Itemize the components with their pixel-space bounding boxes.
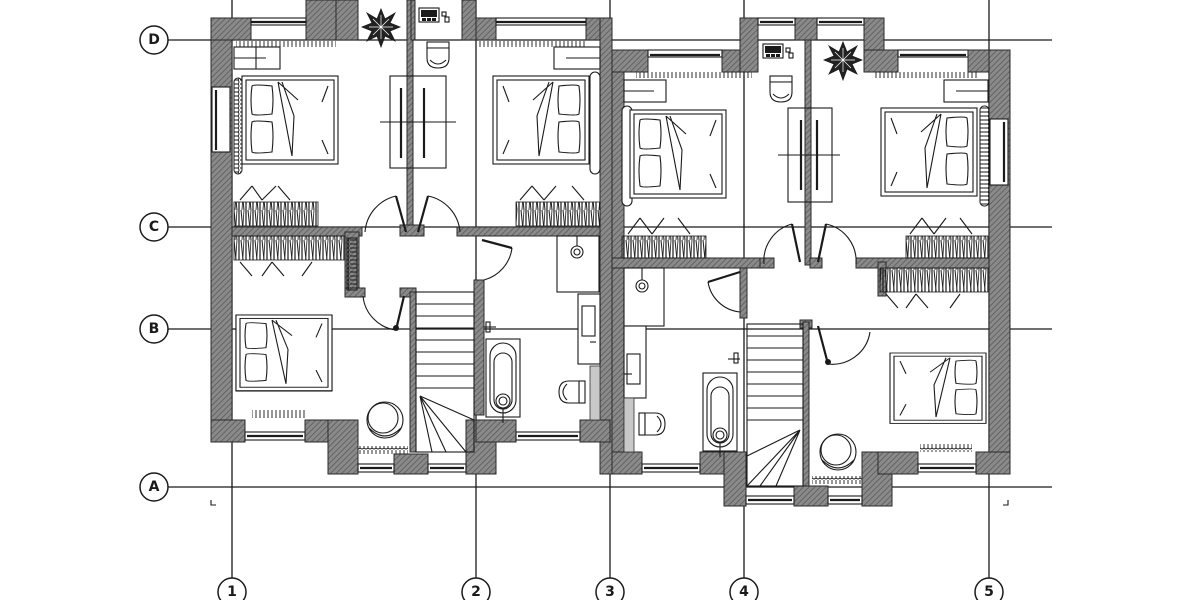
right-house [611, 17, 1011, 507]
round-chair-icon [366, 401, 404, 439]
left-house [210, 0, 613, 475]
left-house-walls [210, 0, 613, 475]
bathtub-icon [485, 338, 521, 424]
grid-bubble-4: 4 [729, 577, 759, 600]
left-master-bedroom-west [233, 41, 345, 277]
double-bed-icon [493, 76, 589, 164]
left-ensuite [361, 7, 461, 233]
radiator-icon [346, 237, 358, 291]
wardrobe-icon [879, 267, 989, 293]
wash-basin-icon [577, 293, 601, 365]
wardrobe-icon [515, 201, 601, 227]
radiator-icon [636, 72, 752, 78]
laptop-desk-icon [418, 7, 450, 23]
wardrobe-icon [621, 235, 707, 259]
left-bedroom-south [235, 314, 408, 454]
svg-text:2: 2 [471, 584, 481, 600]
grid-bubble-C: C [139, 212, 169, 242]
radiator-icon [252, 410, 306, 418]
right-landing [816, 325, 871, 365]
svg-text:1: 1 [227, 584, 237, 600]
headboard-radiator [233, 77, 243, 175]
left-staircase [415, 291, 475, 453]
toilet-icon [638, 412, 666, 436]
laptop-desk-icon [762, 43, 794, 59]
right-staircase [746, 323, 804, 487]
left-master-bedroom-east [475, 41, 601, 227]
right-master-bedroom-west [621, 72, 752, 259]
wardrobe-icon [233, 201, 319, 227]
toilet-icon [769, 75, 793, 103]
bathtub-icon [702, 372, 738, 458]
wardrobe-icon [905, 235, 989, 259]
grid-bubble-3: 3 [595, 577, 625, 600]
double-bed-icon [241, 75, 339, 165]
svg-text:5: 5 [984, 584, 994, 600]
grid-bubble-B: B [139, 314, 169, 344]
svg-text:B: B [149, 321, 160, 337]
grid-bubble-2: 2 [461, 577, 491, 600]
toilet-icon [558, 380, 586, 404]
double-bed-icon [881, 108, 977, 196]
svg-text:4: 4 [739, 584, 749, 600]
right-master-bedroom-east [874, 72, 990, 309]
right-house-walls [611, 17, 1011, 507]
svg-text:A: A [149, 479, 160, 495]
right-bathroom [623, 267, 741, 458]
radiator-icon [358, 446, 408, 454]
right-bedroom-south [812, 353, 986, 484]
grid-bubble-A: A [139, 472, 169, 502]
grid-bubble-1: 1 [217, 577, 247, 600]
grid-bubble-5: 5 [974, 577, 1004, 600]
radiator-icon [812, 476, 862, 484]
plant-icon [823, 41, 863, 81]
radiator-icon [236, 41, 336, 47]
toilet-icon [426, 41, 450, 69]
left-landing [346, 237, 406, 331]
radiator-icon [475, 41, 585, 47]
grid-bubble-D: D [139, 25, 169, 55]
radiator-icon [874, 72, 978, 78]
shower-area [556, 235, 600, 293]
wardrobe-icon [233, 235, 345, 261]
right-ensuite [762, 41, 863, 265]
svg-text:D: D [148, 32, 160, 48]
headboard-radiator [979, 105, 990, 207]
left-bathroom [481, 235, 601, 424]
plant-icon [361, 8, 401, 48]
round-chair-icon [819, 433, 857, 471]
double-bed-icon [629, 109, 727, 199]
svg-text:C: C [149, 219, 159, 235]
radiator-icon [920, 444, 972, 452]
svg-text:3: 3 [605, 584, 615, 600]
crop-marks [210, 500, 1009, 506]
